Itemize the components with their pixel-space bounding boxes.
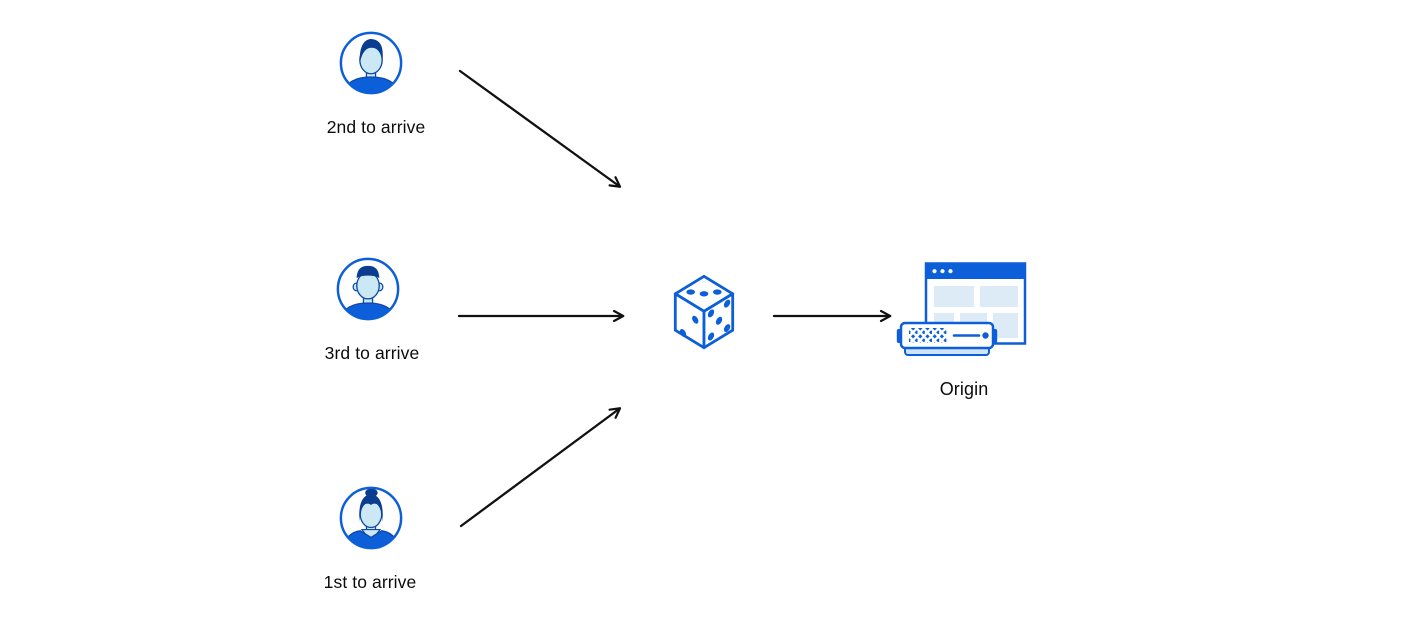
visitor-first-label: 1st to arrive	[323, 572, 417, 592]
male-avatar-icon	[339, 31, 403, 95]
male-avatar-flattop-icon	[336, 257, 400, 321]
browser-titlebar	[926, 263, 1025, 279]
dice-icon	[673, 274, 735, 350]
origin-server-icon	[896, 262, 1027, 356]
female-avatar-icon	[339, 486, 403, 550]
arrow-second-to-dice	[458, 69, 622, 188]
visitor-third-label: 3rd to arrive	[324, 343, 420, 363]
arrow-first-to-dice	[459, 407, 622, 528]
origin-label: Origin	[939, 379, 989, 399]
visitor-second-label: 2nd to arrive	[326, 117, 426, 137]
server-box	[896, 321, 998, 356]
